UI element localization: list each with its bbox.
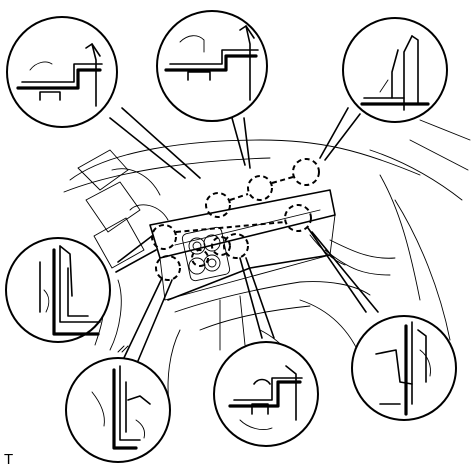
middle-left-detail: [5, 237, 111, 343]
clip-marker-3: [292, 158, 320, 186]
upper-center-detail: [156, 10, 268, 122]
clip-marker-2: [247, 175, 273, 201]
clip-location-markers: [151, 158, 320, 281]
clip-marker-5: [151, 224, 177, 250]
leader-lines: [109, 107, 379, 369]
clip-marker-4: [284, 204, 312, 232]
clip-marker-7: [223, 233, 249, 259]
vehicle-interior-sketch: [63, 119, 471, 411]
clip-marker-1: [205, 192, 231, 218]
upper-right-detail: [342, 17, 448, 123]
lower-center-detail: [213, 341, 319, 447]
clip-marker-6: [155, 255, 181, 281]
lower-right-detail: [351, 315, 457, 421]
clip-marker-9: [191, 249, 209, 267]
clip-marker-8: [211, 236, 231, 256]
lower-left-detail: [65, 357, 171, 463]
figure-corner-mark: T: [4, 451, 14, 468]
upper-left-detail: [6, 16, 118, 128]
